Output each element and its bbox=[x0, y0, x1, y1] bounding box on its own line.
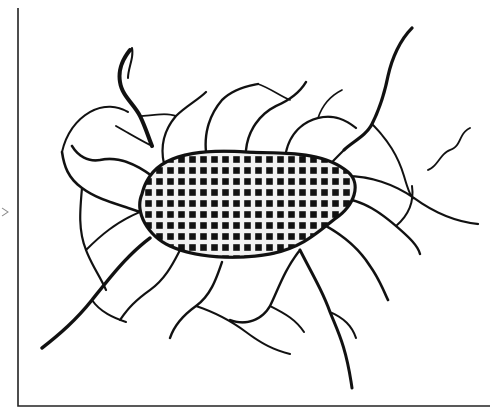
central-gridded-area bbox=[140, 151, 355, 257]
